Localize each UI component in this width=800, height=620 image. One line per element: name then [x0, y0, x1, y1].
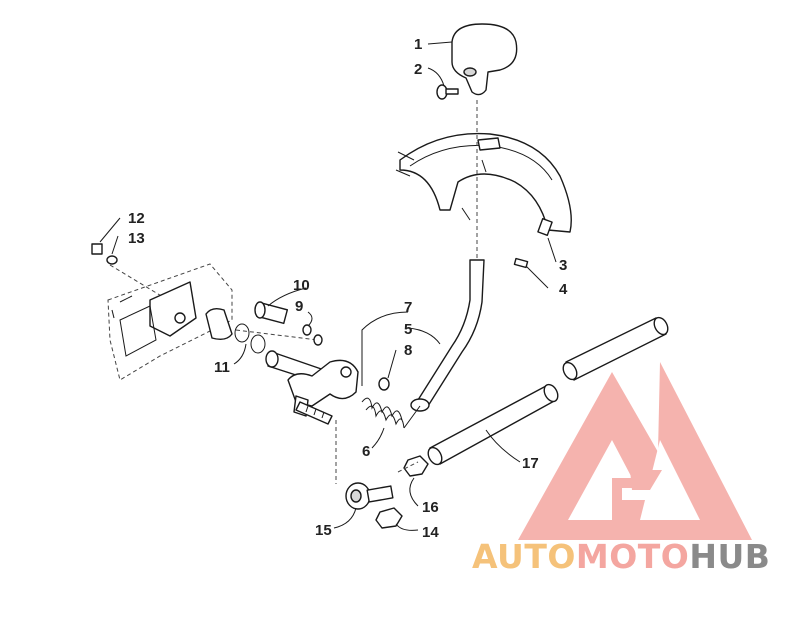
- axis-line: [109, 264, 169, 301]
- o-ring: [250, 334, 266, 354]
- callout-14: 14: [422, 524, 439, 541]
- threaded-rod: [295, 401, 333, 425]
- callout-15: 15: [315, 522, 332, 539]
- callout-1: 1: [414, 36, 422, 53]
- watermark-text-hub: HUB: [689, 537, 770, 576]
- shift-gate-plate: [395, 132, 572, 269]
- callout-2: 2: [414, 61, 422, 78]
- watermark-wordmark: AUTOMOTOHUB: [472, 537, 770, 576]
- mounting-bracket: [107, 263, 233, 381]
- o-ring: [234, 323, 250, 343]
- callout-5: 5: [404, 321, 412, 338]
- watermark-text-moto: MOTO: [576, 537, 689, 576]
- callout-labels: 1 2 3 4 5 6 7 8 9 10 11 12 13 14 15 16 1…: [128, 36, 568, 541]
- callout-17: 17: [522, 455, 539, 472]
- knob-screw: [436, 84, 459, 100]
- watermark-text-auto: AUTO: [472, 537, 576, 576]
- leader-lines: [99, 41, 557, 531]
- callout-9: 9: [295, 298, 303, 315]
- small-washer: [313, 334, 323, 346]
- return-spring: [361, 397, 421, 429]
- callout-6: 6: [362, 443, 370, 460]
- callout-8: 8: [404, 342, 412, 359]
- pivot-bolt: [254, 301, 289, 325]
- callout-10: 10: [293, 277, 310, 294]
- callout-11: 11: [214, 359, 230, 376]
- jam-nut: [403, 455, 429, 477]
- shift-lever-rod: [410, 259, 485, 412]
- bracket-bolt: [91, 243, 118, 265]
- callout-7: 7: [404, 299, 412, 316]
- svg-text:AUTOMOTOHUB: AUTOMOTOHUB: [472, 537, 770, 576]
- callout-12: 12: [128, 210, 145, 227]
- lock-nut: [375, 507, 403, 529]
- small-nut: [302, 324, 312, 336]
- callout-4: 4: [559, 281, 568, 298]
- rod-end: [345, 482, 394, 510]
- shift-knob: [451, 23, 518, 96]
- shift-rod-tube: [427, 316, 669, 466]
- watermark-logo-icon: [518, 362, 752, 540]
- callout-16: 16: [422, 499, 439, 516]
- arm-nut: [378, 377, 390, 391]
- shift-arm: [265, 350, 359, 417]
- axis-line: [397, 461, 419, 473]
- callout-3: 3: [559, 257, 567, 274]
- callout-13: 13: [128, 230, 145, 247]
